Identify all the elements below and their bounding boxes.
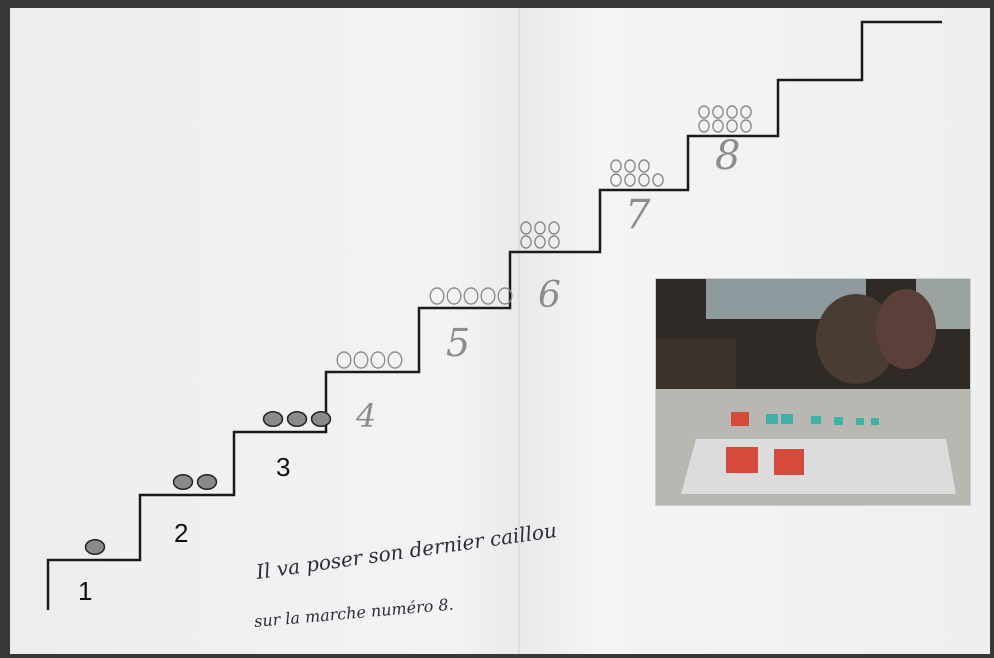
pebble [727, 120, 737, 132]
step-label-7: 7 [625, 195, 650, 235]
classroom-photo-image [656, 279, 970, 505]
pebble [264, 412, 283, 426]
step-label-1: 1 [78, 578, 92, 604]
pebble [288, 412, 307, 426]
pebble [388, 352, 402, 368]
pebble [521, 236, 531, 248]
pebble [371, 352, 385, 368]
pebble [699, 120, 709, 132]
pebble [699, 106, 709, 118]
pebble [549, 236, 559, 248]
pebble [639, 160, 649, 172]
pebble [198, 475, 217, 489]
pebble [727, 106, 737, 118]
step-label-6: 6 [538, 278, 561, 314]
step-label-2: 2 [174, 520, 188, 546]
pebble [535, 236, 545, 248]
pebble [312, 412, 331, 426]
pebble [549, 222, 559, 234]
pebble [521, 222, 531, 234]
classroom-photo [655, 278, 971, 506]
pebble [337, 352, 351, 368]
pebble [535, 222, 545, 234]
step-label-4: 4 [356, 400, 376, 432]
pebble [174, 475, 193, 489]
pebble [625, 160, 635, 172]
pebble [713, 106, 723, 118]
step-label-8: 8 [715, 136, 740, 176]
pebble [86, 540, 105, 554]
pebble [354, 352, 368, 368]
pebble [611, 174, 621, 186]
pebble [464, 288, 478, 304]
pebble [639, 174, 649, 186]
step-label-3: 3 [276, 454, 290, 480]
pebble [430, 288, 444, 304]
pebble [713, 120, 723, 132]
pebble [611, 160, 621, 172]
pebble [625, 174, 635, 186]
pebble [741, 120, 751, 132]
step-label-5: 5 [446, 324, 470, 362]
pebble [653, 174, 663, 186]
pebble [741, 106, 751, 118]
pebble [481, 288, 495, 304]
pebble [447, 288, 461, 304]
